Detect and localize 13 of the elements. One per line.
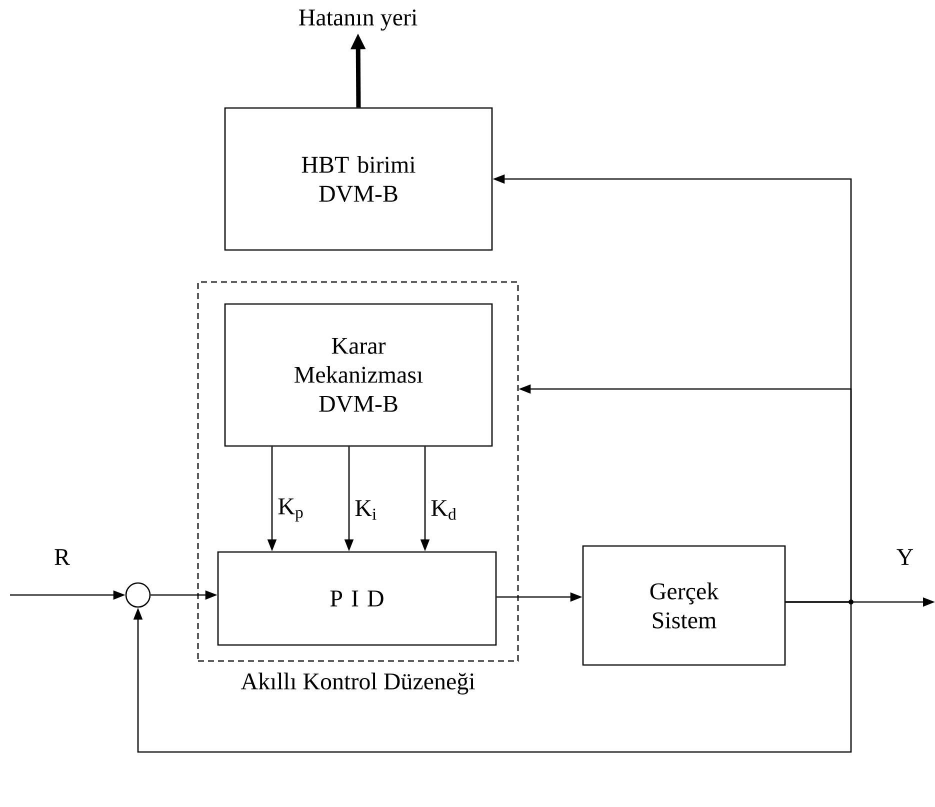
pid-box: P I D [217, 551, 497, 646]
edge-label: K$_{i}$ [355, 500, 376, 520]
edge-label: Y [896, 549, 914, 565]
summing-junction [125, 582, 151, 608]
process-box: Karar Mekanizması DVM-B [224, 303, 493, 447]
process-box: Gerçek Sistem [582, 545, 786, 666]
output-text: Hatanın yeri [299, 9, 418, 31]
edge-label: K$_{d}$ [431, 500, 456, 520]
edge-label: K$_{p}$ [278, 498, 303, 522]
arrow [133, 601, 852, 753]
process-box: HBT birimi DVM-B [224, 107, 493, 251]
group-label: Akıllı Kontrol Düzeneği [240, 672, 475, 694]
edge-label: R [54, 549, 70, 565]
